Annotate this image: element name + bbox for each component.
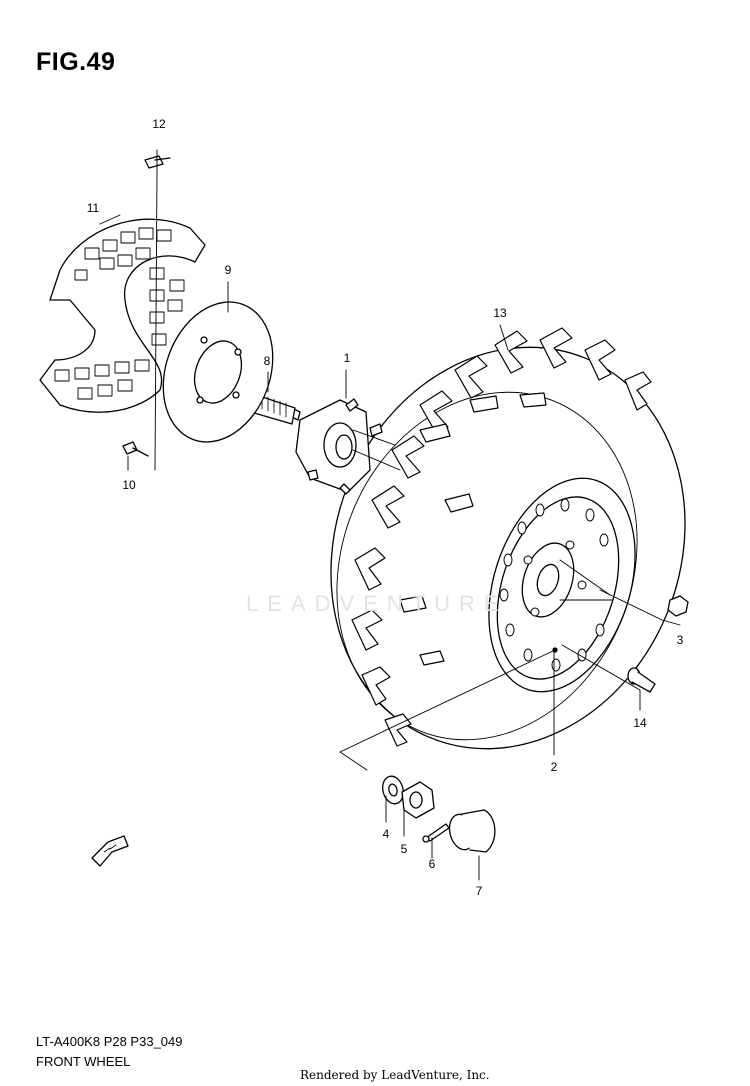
part-label-8: 8 xyxy=(263,354,271,368)
hub-cap-drawing xyxy=(448,809,496,853)
part-label-11: 11 xyxy=(86,201,100,215)
watermark-text: LEADVENTURE xyxy=(246,591,508,616)
part-label-12: 12 xyxy=(152,117,166,131)
part-label-6: 6 xyxy=(428,857,436,871)
wheel-nut-drawing xyxy=(667,595,689,617)
part-label-7: 7 xyxy=(475,884,483,898)
wheel-hub-drawing xyxy=(289,398,383,495)
disc-cover-drawing xyxy=(39,218,206,413)
wheel-rim-drawing xyxy=(488,477,636,693)
part-label-4: 4 xyxy=(382,827,390,841)
castle-nut-drawing xyxy=(401,781,435,819)
cover-bolt-drawing xyxy=(144,155,171,169)
part-label-1: 1 xyxy=(343,351,351,365)
disc-bolt-drawing xyxy=(122,441,149,457)
brake-disc-drawing xyxy=(162,301,274,443)
washer-drawing xyxy=(382,775,404,805)
fwd-arrow-icon xyxy=(91,835,129,867)
leader-lines xyxy=(99,149,681,881)
part-label-5: 5 xyxy=(400,842,408,856)
cotter-pin-drawing xyxy=(422,823,450,843)
part-label-2: 2 xyxy=(550,760,558,774)
part-label-14: 14 xyxy=(633,716,647,730)
wheel-stud-drawing xyxy=(627,667,656,693)
rendered-by-credit: Rendered by LeadVenture, Inc. xyxy=(300,1068,490,1082)
section-title: FRONT WHEEL xyxy=(36,1054,131,1069)
part-label-3: 3 xyxy=(676,633,684,647)
part-label-13: 13 xyxy=(493,306,507,320)
model-code: LT-A400K8 P28 P33_049 xyxy=(36,1034,183,1049)
part-label-9: 9 xyxy=(224,263,232,277)
figure-title: FIG.49 xyxy=(36,48,116,76)
part-label-10: 10 xyxy=(122,478,136,492)
